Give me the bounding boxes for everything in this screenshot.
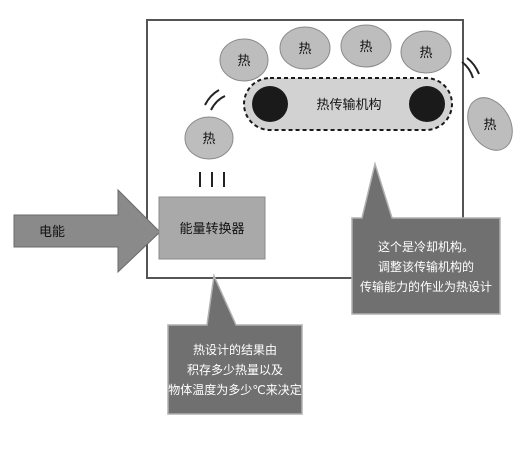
heat-ball: 热 [340,24,392,68]
heat-ball: 热 [279,26,331,70]
electric-energy-label: 电能 [39,225,65,240]
electric-energy-arrow: 电能 [13,188,161,274]
heat-ball: 热 [219,38,269,82]
callout-design-result: 热设计的结果由 积存多少热量以及 物体温度为多少℃来决定 [167,273,303,415]
callout-result-line: 热设计的结果由 [193,342,277,357]
heat-conveyor: 热传输机构 [243,77,453,131]
energy-converter-label: 能量转换器 [179,222,244,237]
conveyor-label: 热传输机构 [316,97,381,113]
energy-converter: 能量转换器 [158,196,266,260]
callout-result-line: 物体温度为多少℃来决定 [168,382,301,397]
callout-cooling-line: 这个是冷却机构。 [378,239,474,254]
callout-cooling-line: 调整该传输机构的 [378,259,474,274]
conveyor-roller-left [252,86,288,122]
heat-ball-label: 热 [237,54,250,69]
motion-marks-left [204,89,226,111]
heat-ball: 热 [467,97,513,151]
heat-ball: 热 [184,116,234,160]
motion-marks-right [461,57,480,79]
heat-rising-marks [199,172,225,187]
conveyor-roller-right [409,86,445,122]
callout-cooling-mechanism: 这个是冷却机构。 调整该传输机构的 传输能力的作业为热设计 [351,161,501,315]
heat-ball-label: 热 [359,40,372,55]
heat-ball-label: 热 [202,132,215,147]
callout-cooling-line: 传输能力的作业为热设计 [360,279,492,294]
callout-result-line: 积存多少热量以及 [187,363,283,377]
heat-ball: 热 [400,30,452,74]
heat-ball-label: 热 [419,46,432,61]
heat-ball-label: 热 [298,42,311,57]
heat-ball-label: 热 [483,118,496,133]
